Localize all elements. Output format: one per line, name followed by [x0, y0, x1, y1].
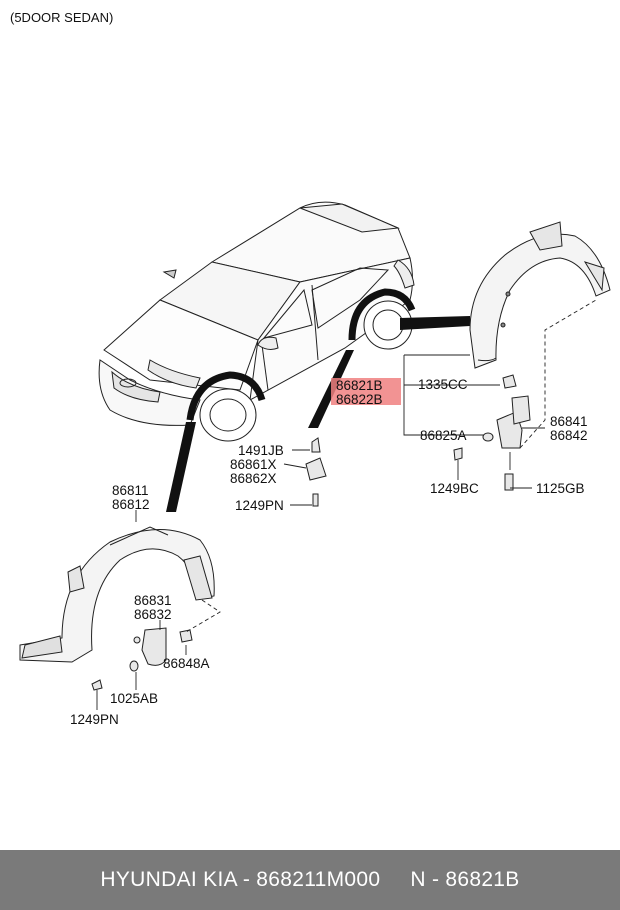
variant-label: (5DOOR SEDAN) [10, 10, 113, 25]
part-reference-footer: HYUNDAI KIA - 868211M000 N - 86821B [0, 850, 620, 910]
label-86848A: 86848A [163, 656, 210, 671]
car-illustration [98, 201, 416, 442]
rear-pointer-stripe [400, 316, 470, 330]
highlight-box [331, 378, 401, 405]
label-86832: 86832 [134, 607, 172, 622]
label-86811: 86811 [112, 483, 149, 498]
label-86825A: 86825A [420, 428, 467, 443]
label-86842: 86842 [550, 428, 588, 443]
label-86821B: 86821B [336, 378, 383, 393]
label-1025AB: 1025AB [110, 691, 158, 706]
label-1491JB: 1491JB [238, 443, 284, 458]
label-1249BC: 1249BC [430, 481, 479, 496]
label-1335CC: 1335CC [418, 377, 468, 392]
label-1249PN-mid: 1249PN [235, 498, 284, 513]
parts-diagram: (5DOOR SEDAN) [10, 10, 611, 727]
front-wheel-guard [19, 526, 215, 663]
footer-brand-part: HYUNDAI KIA - 868211M000 [100, 868, 381, 891]
label-86831: 86831 [134, 593, 172, 608]
front-pointer-stripe [166, 422, 196, 512]
label-86841: 86841 [550, 414, 588, 429]
label-86812: 86812 [112, 497, 150, 512]
leader-lines [96, 299, 597, 710]
rear-wheel-guard [469, 221, 611, 369]
small-parts [91, 374, 531, 691]
footer-ref: N - 86821B [410, 868, 520, 891]
label-1249PN-front: 1249PN [70, 712, 119, 727]
label-86862X: 86862X [230, 471, 277, 486]
label-86822B: 86822B [336, 392, 383, 407]
label-1125GB: 1125GB [536, 481, 585, 496]
label-86861X: 86861X [230, 457, 277, 472]
